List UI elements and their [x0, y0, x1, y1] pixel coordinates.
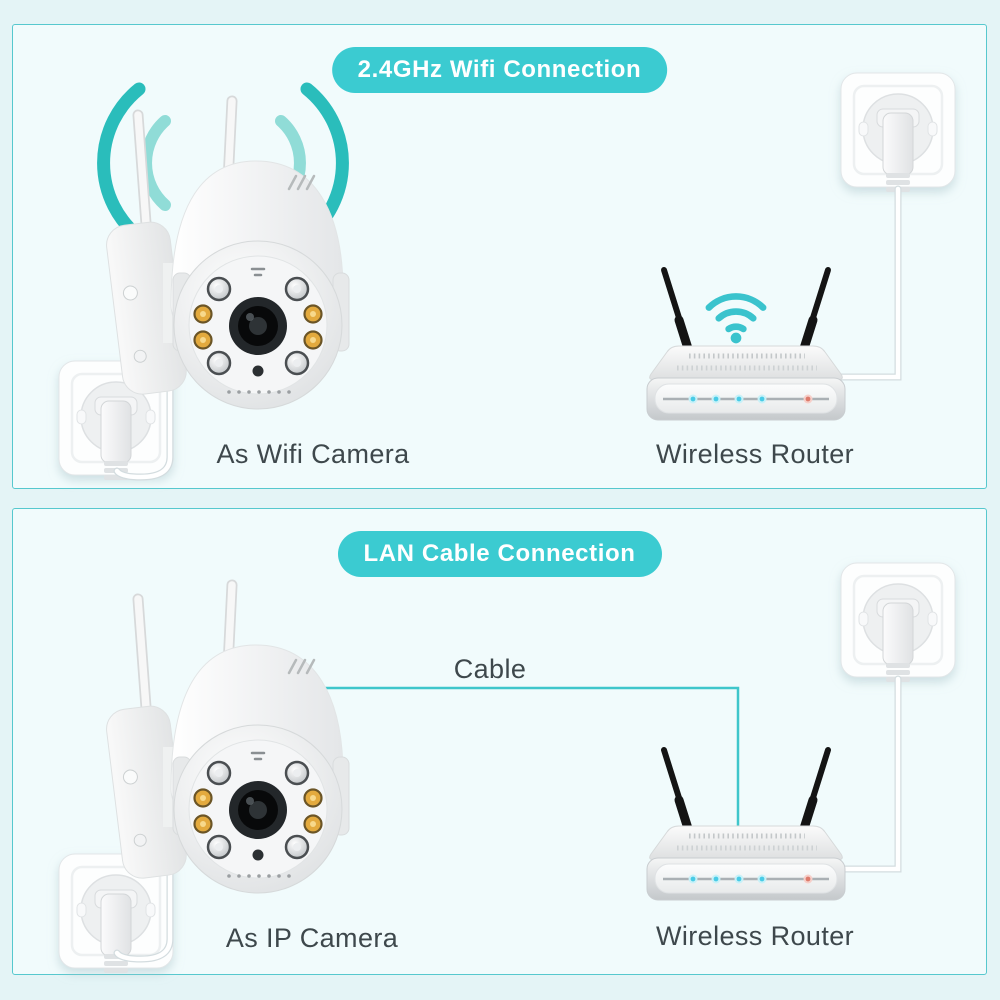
cables-layer: [113, 675, 902, 963]
cables-layer: [113, 185, 902, 481]
ptz-camera-illustration: [93, 73, 353, 413]
lan-connection-panel: LAN Cable Connection Cable As IP Camera …: [12, 508, 987, 975]
camera-label: As IP Camera: [225, 923, 399, 953]
router-power-cable: [834, 186, 901, 380]
router-label: Wireless Router: [655, 921, 855, 951]
ptz-camera-illustration: [93, 557, 353, 897]
wifi-connection-panel: 2.4GHz Wifi Connection As Wifi Camera Wi…: [12, 24, 987, 489]
camera-power-cable: [114, 746, 173, 962]
wireless-router-illustration: [631, 256, 861, 426]
panel-title-badge: 2.4GHz Wifi Connection: [331, 47, 668, 93]
router-label: Wireless Router: [655, 439, 855, 469]
cable-label: Cable: [453, 654, 527, 684]
camera-label: As Wifi Camera: [216, 439, 410, 469]
camera-power-cable: [114, 262, 173, 480]
wireless-router-illustration: [631, 736, 861, 906]
lan-cable: [311, 686, 740, 829]
panel-title-badge: LAN Cable Connection: [337, 531, 662, 577]
router-power-cable: [834, 676, 901, 872]
